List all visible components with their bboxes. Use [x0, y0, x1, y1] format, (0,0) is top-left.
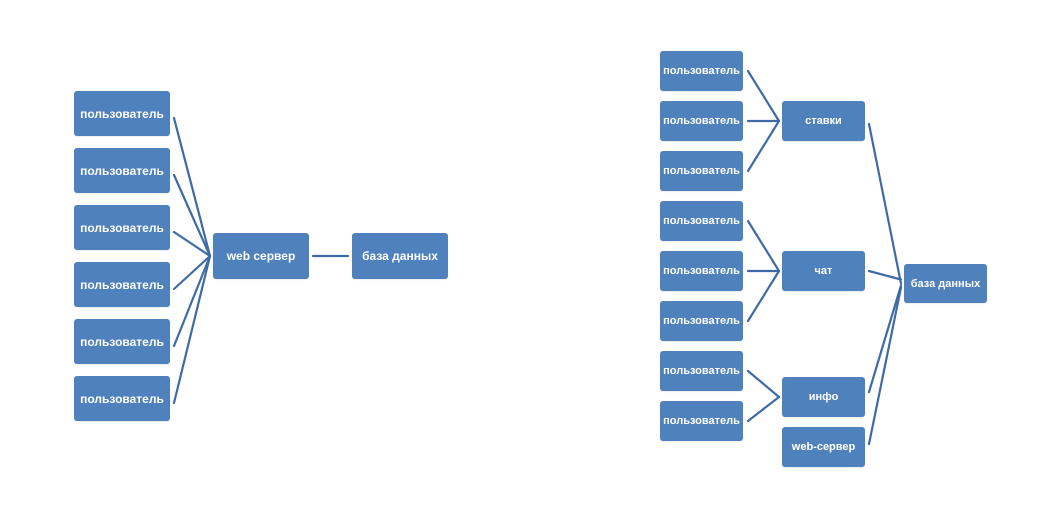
- left-user-node-5: пользователь: [74, 319, 170, 364]
- right-service-node-bets: ставки: [782, 101, 865, 141]
- right-edge-bets-db: [867, 122, 903, 285]
- right-edge-chat-db: [867, 269, 903, 281]
- left-edge-user-2: [172, 173, 212, 258]
- right-edge-user-3: [746, 119, 781, 173]
- left-user-node-1: пользователь: [74, 91, 170, 136]
- right-edge-user-4: [746, 219, 781, 273]
- right-user-node-4: пользователь: [660, 201, 743, 241]
- right-user-node-8: пользователь: [660, 401, 743, 441]
- left-edge-user-6: [172, 254, 212, 405]
- right-user-node-6: пользователь: [660, 301, 743, 341]
- right-service-node-chat: чат: [782, 251, 865, 291]
- left-web-server-node: web сервер: [213, 233, 309, 279]
- left-edge-user-4: [172, 254, 212, 291]
- right-service-node-info: инфо: [782, 377, 865, 417]
- right-user-node-7: пользователь: [660, 351, 743, 391]
- left-edge-user-5: [172, 254, 212, 348]
- right-edge-user-1: [746, 69, 781, 123]
- left-edge-user-3: [172, 230, 212, 258]
- right-user-node-3: пользователь: [660, 151, 743, 191]
- right-edge-user-7: [746, 369, 781, 399]
- left-database-node: база данных: [352, 233, 448, 279]
- right-user-node-1: пользователь: [660, 51, 743, 91]
- right-edge-user-6: [746, 269, 781, 323]
- left-user-node-3: пользователь: [74, 205, 170, 250]
- left-user-node-2: пользователь: [74, 148, 170, 193]
- left-edge-user-1: [172, 116, 212, 258]
- left-user-node-4: пользователь: [74, 262, 170, 307]
- right-edge-user-8: [746, 395, 781, 423]
- right-service-node-web-server: web-сервер: [782, 427, 865, 467]
- right-user-node-5: пользователь: [660, 251, 743, 291]
- right-edge-webserver-db: [867, 286, 903, 446]
- right-user-node-2: пользователь: [660, 101, 743, 141]
- right-database-node: база данных: [904, 264, 987, 303]
- right-edge-info-db: [867, 284, 903, 394]
- left-user-node-6: пользователь: [74, 376, 170, 421]
